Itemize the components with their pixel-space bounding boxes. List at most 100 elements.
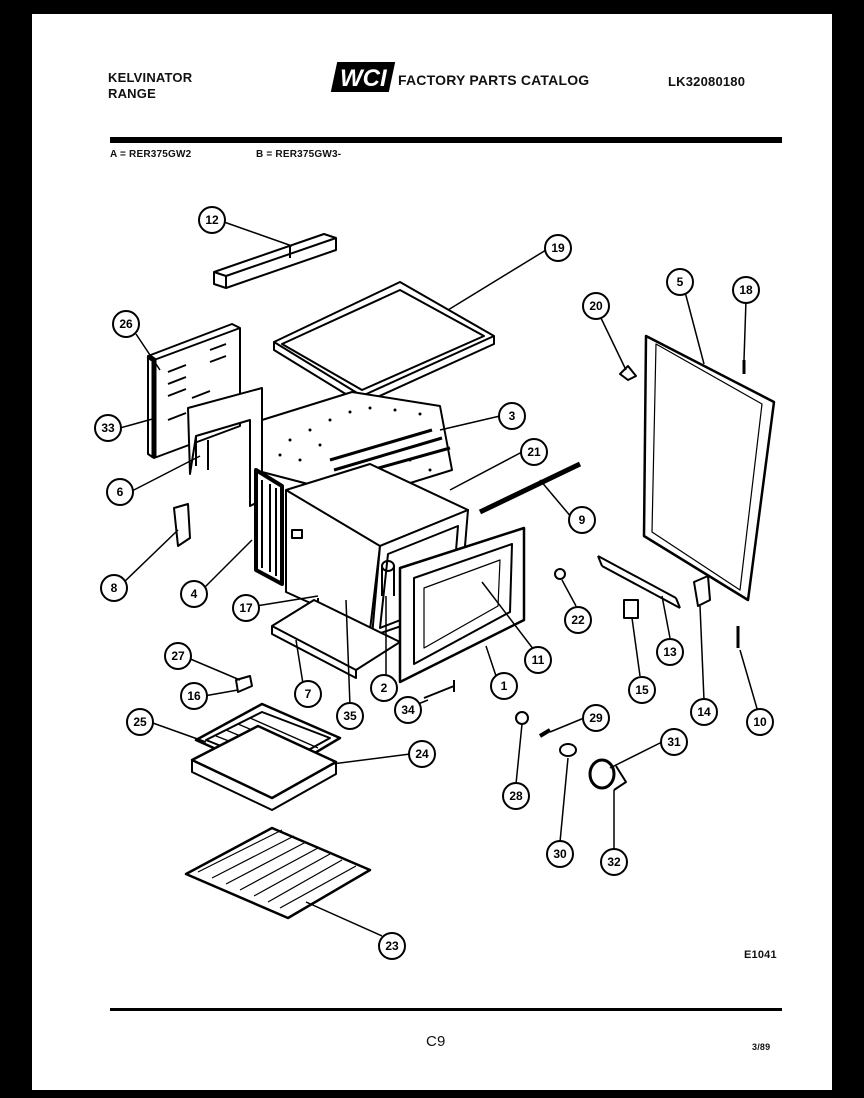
callout: 8 xyxy=(100,574,128,602)
svg-text:22: 22 xyxy=(571,613,585,627)
svg-text:8: 8 xyxy=(111,581,118,595)
callout: 26 xyxy=(112,310,140,338)
callout: 20 xyxy=(582,292,610,320)
callout: 1 xyxy=(490,672,518,700)
callout: 7 xyxy=(294,680,322,708)
part-clip xyxy=(619,365,637,381)
part-knob-insert xyxy=(559,743,577,757)
svg-text:15: 15 xyxy=(635,683,649,697)
part-bushing xyxy=(554,568,566,580)
callout: 6 xyxy=(106,478,134,506)
svg-text:4: 4 xyxy=(191,587,198,601)
part-pan xyxy=(190,724,338,811)
svg-text:19: 19 xyxy=(551,241,565,255)
model-a: A = RER375GW2 xyxy=(110,149,192,160)
date-code: 3/89 xyxy=(752,1042,771,1052)
svg-text:11: 11 xyxy=(532,653,545,667)
part-hinge xyxy=(597,555,681,609)
part-oven-rack xyxy=(184,826,372,920)
svg-text:2: 2 xyxy=(381,681,388,695)
callout: 4 xyxy=(180,580,208,608)
svg-text:18: 18 xyxy=(739,283,753,297)
footer-rule xyxy=(110,1008,782,1011)
svg-text:6: 6 xyxy=(117,485,124,499)
catalog-title: FACTORY PARTS CATALOG xyxy=(398,72,590,88)
callout: 12 xyxy=(198,206,226,234)
callout: 5 xyxy=(666,268,694,296)
callout: 35 xyxy=(336,702,364,730)
svg-text:3: 3 xyxy=(509,409,516,423)
svg-text:24: 24 xyxy=(415,747,429,761)
part-spring xyxy=(538,728,552,738)
callout: 3 xyxy=(498,402,526,430)
part-switch xyxy=(623,599,639,619)
svg-text:7: 7 xyxy=(305,687,312,701)
header-rule xyxy=(110,137,782,143)
callout: 21 xyxy=(520,438,548,466)
callout: 23 xyxy=(378,932,406,960)
svg-text:28: 28 xyxy=(509,789,523,803)
brand-line-2: RANGE xyxy=(108,86,156,101)
callout: 19 xyxy=(544,234,572,262)
callout: 30 xyxy=(546,840,574,868)
model-b: B = RER375GW3- xyxy=(256,149,342,160)
svg-text:12: 12 xyxy=(205,213,219,227)
callout: 32 xyxy=(600,848,628,876)
svg-text:25: 25 xyxy=(133,715,147,729)
callout: 10 xyxy=(746,708,774,736)
part-knob-skirt xyxy=(613,765,627,791)
svg-text:1: 1 xyxy=(501,679,508,693)
svg-text:23: 23 xyxy=(385,939,399,953)
svg-text:20: 20 xyxy=(589,299,603,313)
callout: 17 xyxy=(232,594,260,622)
callout: 18 xyxy=(732,276,760,304)
svg-text:27: 27 xyxy=(171,649,185,663)
svg-text:5: 5 xyxy=(677,275,684,289)
part-bracket-16 xyxy=(235,675,253,693)
callout: 34 xyxy=(394,696,422,724)
callout: 25 xyxy=(126,708,154,736)
svg-text:21: 21 xyxy=(527,445,541,459)
brand-line-1: KELVINATOR xyxy=(108,70,193,85)
callout: 29 xyxy=(582,704,610,732)
svg-text:17: 17 xyxy=(239,601,253,615)
part-outer-panel xyxy=(642,334,776,602)
callouts: 12 19 26 33 6 8 4 17 3 21 9 20 5 18 1 2 … xyxy=(94,206,774,960)
callout: 22 xyxy=(564,606,592,634)
part-hinge-bracket xyxy=(693,575,711,607)
catalog-number: LK32080180 xyxy=(668,74,746,89)
part-nut xyxy=(515,711,529,725)
callout: 9 xyxy=(568,506,596,534)
svg-text:16: 16 xyxy=(187,689,201,703)
callout: 15 xyxy=(628,676,656,704)
svg-text:33: 33 xyxy=(101,421,115,435)
leader-lines xyxy=(119,221,759,937)
svg-text:35: 35 xyxy=(343,709,357,723)
callout: 28 xyxy=(502,782,530,810)
callout: 11 xyxy=(524,646,552,674)
part-side-bracket xyxy=(187,387,263,507)
page-label: C9 xyxy=(426,1033,446,1050)
callout: 14 xyxy=(690,698,718,726)
callout: 24 xyxy=(408,740,436,768)
part-door-frame xyxy=(398,526,526,684)
parts xyxy=(146,233,776,920)
svg-text:10: 10 xyxy=(753,715,767,729)
callout: 31 xyxy=(660,728,688,756)
part-side-insulation xyxy=(254,468,284,586)
logo-text: WCI xyxy=(340,65,388,92)
svg-text:26: 26 xyxy=(119,317,133,331)
part-screw-34 xyxy=(423,680,455,699)
part-element-terminal xyxy=(381,560,395,596)
callout: 2 xyxy=(370,674,398,702)
svg-text:31: 31 xyxy=(667,735,681,749)
svg-text:32: 32 xyxy=(607,855,621,869)
part-small-bracket xyxy=(173,503,191,547)
part-knob xyxy=(588,758,616,790)
part-top-panel xyxy=(273,281,495,405)
wci-logo: WCI xyxy=(330,62,396,92)
svg-text:13: 13 xyxy=(663,645,677,659)
callout: 27 xyxy=(164,642,192,670)
